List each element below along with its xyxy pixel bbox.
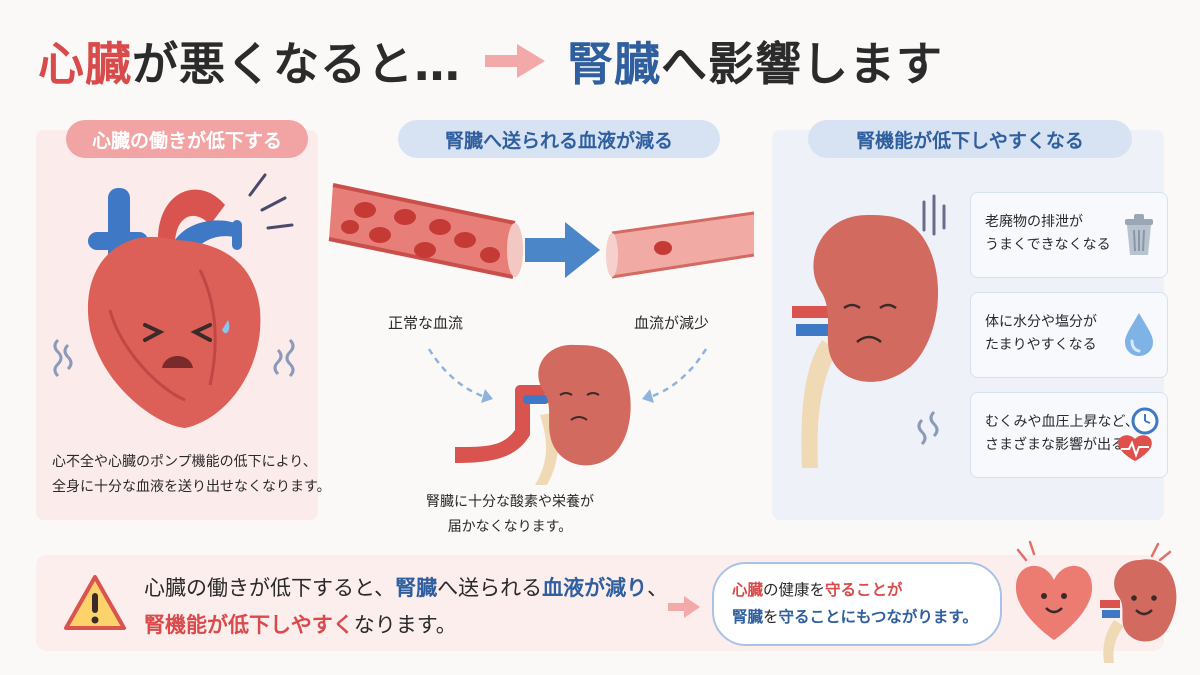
heart-caption-line2: 全身に十分な血液を送り出せなくなります。 [52, 478, 331, 495]
trash-can-icon [1125, 214, 1153, 255]
summary-line2-b: なります。 [353, 612, 457, 637]
dashed-arrow-left-icon [427, 348, 493, 403]
card-fluid-line2: たまりやすくなる [985, 337, 1097, 354]
flow-arrow-icon [525, 222, 600, 278]
card-fluid-salt: 体に水分や塩分が たまりやすくなる [970, 292, 1168, 378]
card-edema-line1: むくみや血圧上昇など、 [985, 414, 1139, 430]
summary-line1-kidney: 腎臓 [395, 576, 438, 600]
title-kidney: 腎臓 [567, 37, 661, 91]
normal-flow-label: 正常な血流 [388, 314, 464, 332]
warning-icon [64, 575, 126, 630]
summary-line1-blood: 血液が減り [542, 576, 648, 600]
summary-line2-kidney-func: 腎機能が低下しやすく [144, 612, 354, 637]
summary-line1-e: 、 [647, 576, 669, 600]
middle-caption-line2: 届かなくなります。 [447, 518, 573, 535]
small-sad-kidney-illustration [455, 344, 631, 485]
reduced-flow-label: 血流が減少 [634, 314, 710, 332]
bubble-protect: 守ることが [825, 581, 903, 599]
speech-bubble [712, 562, 1002, 646]
title-end: へ影響します [661, 37, 943, 91]
summary-text: 心臓の働きが低下すると、腎臓へ送られる血液が減り、 腎機能が低下しやすくなります… [144, 570, 668, 644]
water-drop-icon [1125, 313, 1153, 356]
card-waste-line1: 老廃物の排泄が [985, 214, 1083, 230]
card-fluid-line1: 体に水分や塩分が [985, 314, 1097, 330]
sad-heart-illustration [53, 173, 295, 428]
dashed-arrow-right-icon [642, 348, 708, 403]
middle-caption-line1: 腎臓に十分な酸素や栄養が [426, 494, 594, 510]
bottom-arrow-icon [668, 596, 700, 618]
bubble-line2-b: を [763, 608, 779, 627]
heart-panel-header: 心臓の働きが低下する [66, 120, 308, 158]
bubble-kidney: 腎臓 [732, 608, 764, 627]
bubble-text: 心臓の健康を守ることが 腎臓を守ることにもつながります。 [732, 577, 978, 631]
blood-flow-header: 腎臓へ送られる血液が減る [398, 120, 720, 158]
kidney-function-header: 腎機能が低下しやすくなる [808, 120, 1132, 158]
card-edema-bp: むくみや血圧上昇など、 さまざまな影響が出る [970, 392, 1168, 478]
summary-line1-a: 心臓の働きが低下すると、 [144, 576, 396, 600]
normal-blood-vessel [328, 183, 523, 279]
title-middle: が悪くなると… [132, 37, 461, 91]
page-title: 心臓 が悪くなると… 腎臓 へ影響します [38, 28, 943, 94]
bubble-line1-b: の健康を [763, 581, 826, 599]
reduced-blood-vessel [606, 211, 755, 279]
middle-caption: 腎臓に十分な酸素や栄養が 届かなくなります。 [410, 490, 610, 539]
heart-clock-icon [1118, 407, 1159, 461]
title-arrow-icon [485, 44, 545, 78]
card-waste-excretion: 老廃物の排泄が うまくできなくなる [970, 192, 1168, 278]
card-waste-line2: うまくできなくなる [985, 237, 1111, 254]
card-edema-line2: さまざまな影響が出る [985, 437, 1125, 454]
bubble-line2-c: 守ることにもつながります。 [778, 608, 978, 627]
heart-caption-line1: 心不全や心臓のポンプ機能の低下により、 [52, 454, 317, 470]
title-heart: 心臓 [38, 37, 132, 91]
summary-line1-c: へ送られる [437, 576, 543, 600]
heart-caption: 心不全や心臓のポンプ機能の低下により、 全身に十分な血液を送り出せなくなります。 [52, 450, 331, 499]
happy-heart-kidney-illustration [1015, 540, 1177, 663]
bubble-heart: 心臓 [732, 581, 764, 599]
large-sad-kidney-illustration [792, 194, 946, 468]
